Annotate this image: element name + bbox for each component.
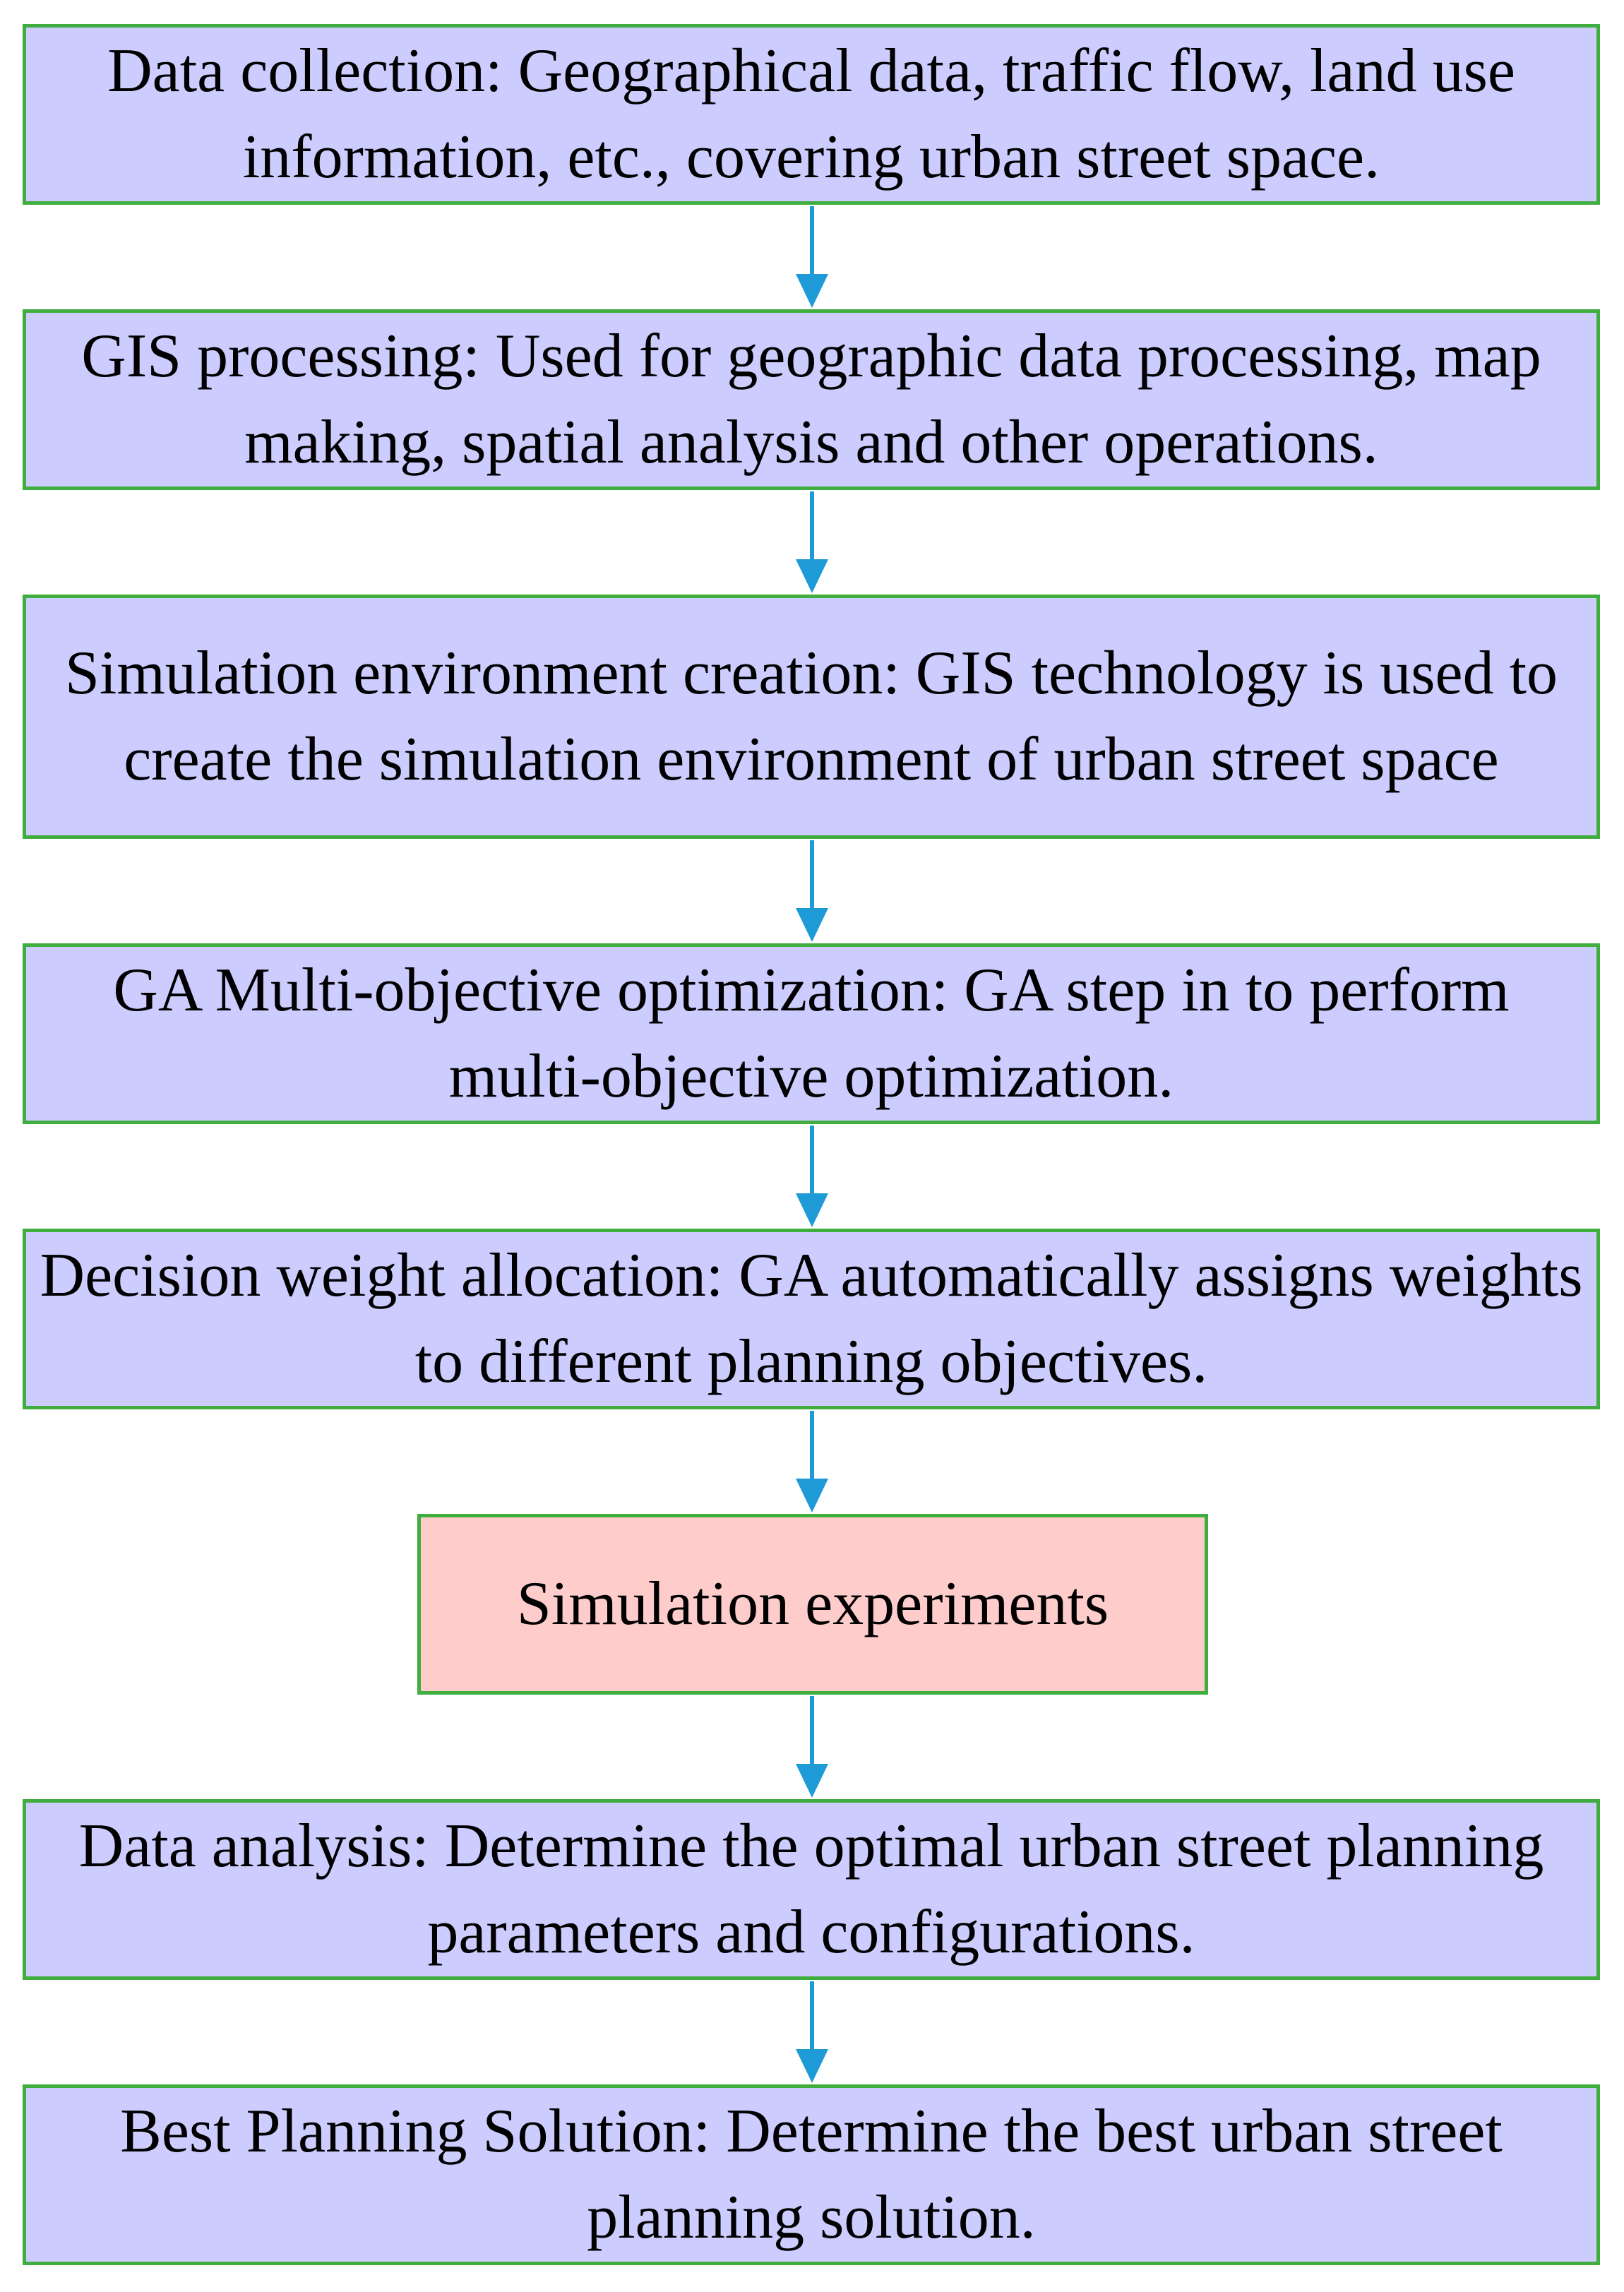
- step-gis-processing: GIS processing: Used for geographic data…: [23, 309, 1600, 490]
- step-simulation-experiments: Simulation experiments: [417, 1514, 1208, 1695]
- step-ga-optimization-label: GA Multi-objective optimization: GA step…: [113, 956, 1510, 1111]
- step-decision-weight-label: Decision weight allocation: GA automatic…: [40, 1241, 1583, 1396]
- step-best-solution: Best Planning Solution: Determine the be…: [23, 2084, 1600, 2265]
- step-simulation-environment-label: Simulation environment creation: GIS tec…: [64, 639, 1558, 794]
- arrow-1: [796, 206, 828, 308]
- arrow-4: [796, 1126, 828, 1227]
- arrow-5: [796, 1411, 828, 1512]
- arrow-3: [796, 840, 828, 942]
- step-best-solution-label: Best Planning Solution: Determine the be…: [120, 2097, 1503, 2252]
- step-data-analysis: Data analysis: Determine the optimal urb…: [23, 1799, 1600, 1980]
- step-data-analysis-label: Data analysis: Determine the optimal urb…: [78, 1812, 1544, 1966]
- step-data-collection: Data collection: Geographical data, traf…: [23, 24, 1600, 205]
- step-ga-optimization: GA Multi-objective optimization: GA step…: [23, 943, 1600, 1124]
- step-data-collection-label: Data collection: Geographical data, traf…: [107, 37, 1515, 191]
- step-simulation-experiments-label: Simulation experiments: [516, 1570, 1109, 1638]
- arrow-2: [796, 491, 828, 593]
- step-gis-processing-label: GIS processing: Used for geographic data…: [81, 322, 1541, 477]
- arrow-7: [796, 1981, 828, 2083]
- step-simulation-environment: Simulation environment creation: GIS tec…: [23, 595, 1600, 839]
- step-decision-weight: Decision weight allocation: GA automatic…: [23, 1229, 1600, 1409]
- arrow-6: [796, 1696, 828, 1798]
